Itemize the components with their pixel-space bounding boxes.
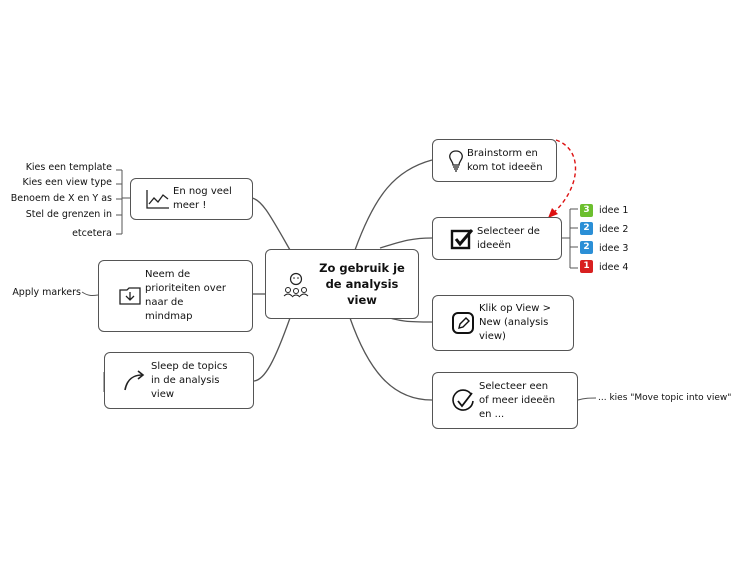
- branch-line: [379, 237, 433, 249]
- priority-badge: 1: [580, 260, 593, 273]
- idea-label: idee 4: [599, 262, 629, 273]
- topic-label: En nog veel meer !: [173, 186, 232, 211]
- leaf-kies-move-topic-into-view[interactable]: ... kies "Move topic into view": [598, 393, 732, 403]
- chart-icon: [143, 188, 173, 210]
- idea-label: idee 1: [599, 205, 629, 216]
- central-topic[interactable]: Zo gebruik je de analysis view: [265, 249, 419, 319]
- leaf-kies-een-view-type[interactable]: Kies een view type: [22, 177, 112, 188]
- branch-line: [349, 317, 433, 401]
- lightbulb-icon: [445, 149, 467, 172]
- topic-label: Selecteer een of meer ideeën en ...: [479, 380, 556, 420]
- topic-label: Brainstorm en kom tot ideeën: [467, 147, 543, 173]
- topic-neem-de-prioriteiten[interactable]: Neem de prioriteiten over naar de mindma…: [98, 260, 253, 332]
- priority-import-icon: [115, 285, 145, 307]
- edit-icon: [447, 311, 479, 335]
- idea-label: idee 2: [599, 224, 629, 235]
- topic-sleep-de-topics[interactable]: Sleep de topics in de analysis view: [104, 352, 254, 409]
- topic-brainstorm[interactable]: Brainstorm en kom tot ideeën: [432, 139, 557, 182]
- central-topic-title: Zo gebruik je de analysis view: [319, 261, 405, 307]
- select-check-icon: [447, 388, 479, 414]
- relationship-arrowhead: [548, 208, 558, 218]
- priority-badge: 3: [580, 204, 593, 217]
- relationship-arrow: [551, 139, 577, 215]
- subtopic-bracket: [116, 169, 130, 235]
- people-icon: [278, 270, 314, 298]
- leaf-benoem-de-x-en-y-as[interactable]: Benoem de X en Y as: [10, 193, 112, 204]
- drag-arrow-icon: [119, 369, 151, 393]
- topic-label: Sleep de topics in de analysis view: [151, 360, 228, 400]
- idea-label: idee 3: [599, 243, 629, 254]
- topic-klik-op-view[interactable]: Klik op View > New (analysis view): [432, 295, 574, 351]
- branch-line: [354, 159, 433, 251]
- leaf-etcetera[interactable]: etcetera: [72, 228, 112, 239]
- topic-label: Selecteer de ideeën: [477, 225, 540, 251]
- subtopic-connector: [577, 397, 597, 401]
- branch-line: [253, 317, 291, 382]
- topic-label: Neem de prioriteiten over naar de mindma…: [145, 269, 226, 322]
- subtopic-connector: [81, 291, 99, 297]
- leaf-apply-markers[interactable]: Apply markers: [12, 287, 81, 298]
- topic-en-nog-veel-meer[interactable]: En nog veel meer !: [130, 178, 253, 220]
- priority-badge: 2: [580, 222, 593, 235]
- leaf-kies-een-template[interactable]: Kies een template: [25, 162, 112, 173]
- subtopic-bracket: [562, 208, 578, 269]
- topic-selecteer-een-of-meer[interactable]: Selecteer een of meer ideeën en ...: [432, 372, 578, 429]
- topic-selecteer-de-ideeen[interactable]: Selecteer de ideeën: [432, 217, 562, 260]
- topic-label: Klik op View > New (analysis view): [479, 303, 552, 342]
- leaf-stel-de-grenzen-in[interactable]: Stel de grenzen in: [25, 209, 112, 220]
- checkbox-icon: [447, 228, 477, 250]
- priority-badge: 2: [580, 241, 593, 254]
- branch-line: [251, 197, 291, 251]
